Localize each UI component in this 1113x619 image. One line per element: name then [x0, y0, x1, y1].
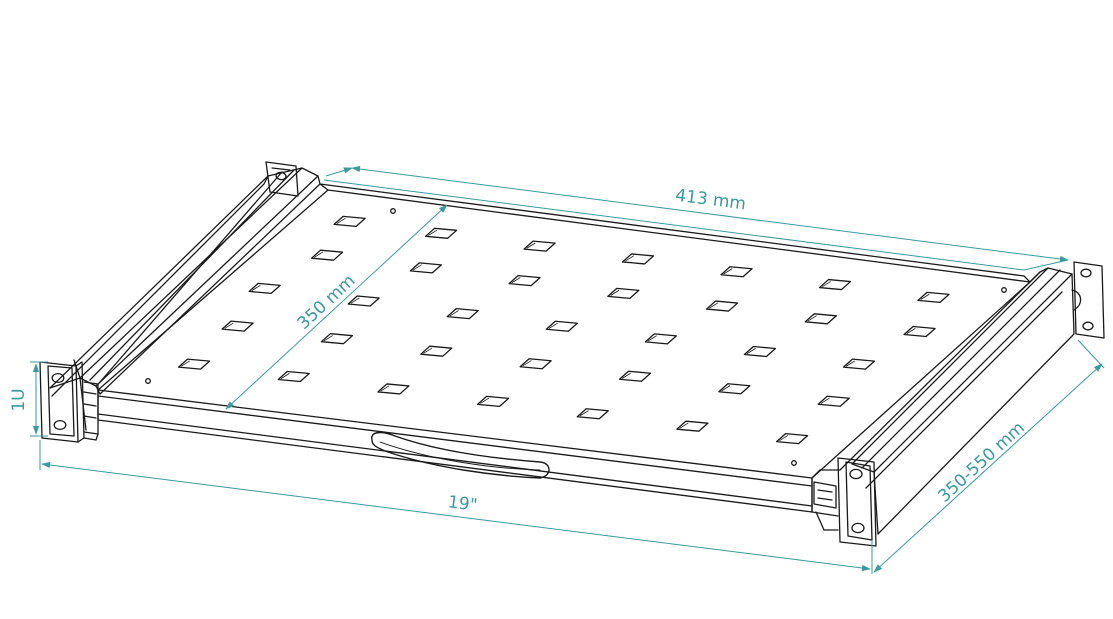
vent-slot-edge — [579, 410, 589, 417]
right-front-mounting-ear — [811, 457, 877, 547]
dim-19-measure — [41, 461, 871, 572]
vent-slot — [817, 395, 850, 407]
vent-slot-edge — [449, 310, 459, 317]
dim-arrow — [325, 167, 353, 177]
vent-slot — [842, 358, 876, 370]
tray-hole — [145, 378, 151, 384]
vent-slot-edge — [647, 335, 657, 342]
width-dimension-label: 413 mm — [674, 186, 747, 215]
vent-slot-edge — [181, 360, 190, 367]
vent-slot — [621, 253, 655, 265]
vent-slot — [607, 287, 640, 299]
vent-slot — [644, 333, 678, 345]
vent-slot — [903, 325, 936, 338]
vent-slot-edge — [906, 328, 916, 334]
vent-slot-edge — [480, 397, 489, 404]
left-front-mounting-ear — [39, 361, 99, 443]
dim-350-measure — [225, 204, 448, 410]
tray-hole — [791, 460, 797, 466]
vent-slot — [248, 282, 281, 295]
height-dimension-label: 1U — [9, 388, 29, 411]
vent-slot — [177, 358, 211, 370]
dim-ext — [1077, 339, 1105, 369]
vent-slot-edge — [822, 281, 831, 287]
vent-slot — [377, 383, 410, 395]
vent-slot-edge — [622, 372, 631, 379]
vent-slot-edge — [721, 385, 731, 392]
vent-slot — [720, 266, 753, 278]
vent-slot-edge — [522, 360, 532, 367]
vent-slot — [804, 313, 837, 325]
left-slide-rail — [49, 167, 321, 431]
vent-slot — [420, 345, 453, 357]
vent-slot-edge — [679, 422, 689, 429]
vent-slot-edge — [511, 277, 521, 284]
vent-slot-edge — [779, 435, 789, 441]
vent-slot-edge — [807, 315, 817, 322]
vent-slot-edge — [846, 360, 855, 367]
rack-width-dimension-label: 19" — [447, 492, 479, 516]
vent-slot — [775, 432, 809, 445]
vent-slot — [347, 295, 380, 307]
vent-slot-edge — [548, 322, 558, 329]
vent-slot — [718, 383, 751, 395]
vent-slot — [221, 320, 254, 332]
vent-slot — [320, 333, 354, 345]
dimension-annotations — [30, 165, 1105, 574]
dim-rail-measure — [873, 363, 1103, 573]
vent-slot-edge — [747, 348, 756, 354]
vent-slot-edge — [709, 302, 718, 309]
vent-slot — [705, 300, 739, 312]
tray-top-surface — [97, 189, 1031, 479]
vent-slot — [508, 274, 541, 287]
vent-slot — [818, 278, 852, 291]
right-rear-mounting-ear — [1073, 261, 1105, 339]
pull-handle — [371, 431, 550, 479]
vent-slot — [519, 358, 552, 370]
vent-slot-edge — [723, 268, 733, 275]
vent-slot — [676, 420, 709, 432]
vent-slot — [545, 320, 578, 332]
dim-line-413 — [323, 179, 1025, 271]
vent-slot — [409, 262, 442, 274]
vent-slot-edge — [820, 397, 830, 404]
vent-slot — [917, 291, 950, 304]
vent-slot — [576, 408, 609, 420]
vent-slot — [333, 215, 366, 228]
vent-slot-edge — [920, 293, 930, 300]
vent-slot-edge — [610, 289, 620, 296]
vent-slot — [424, 227, 458, 239]
tray-hole — [390, 208, 396, 214]
vent-slot — [277, 370, 310, 383]
left-rear-mounting-ear — [265, 161, 299, 197]
vent-slot — [743, 345, 777, 358]
vent-slot — [310, 249, 344, 261]
dim-ext — [1023, 259, 1069, 271]
tray-hole — [1001, 287, 1007, 293]
vent-slot — [446, 308, 479, 320]
vent-slot — [618, 370, 652, 382]
vent-slot — [476, 395, 510, 407]
vent-slot — [523, 240, 556, 252]
dim-413-measure — [351, 165, 1069, 263]
